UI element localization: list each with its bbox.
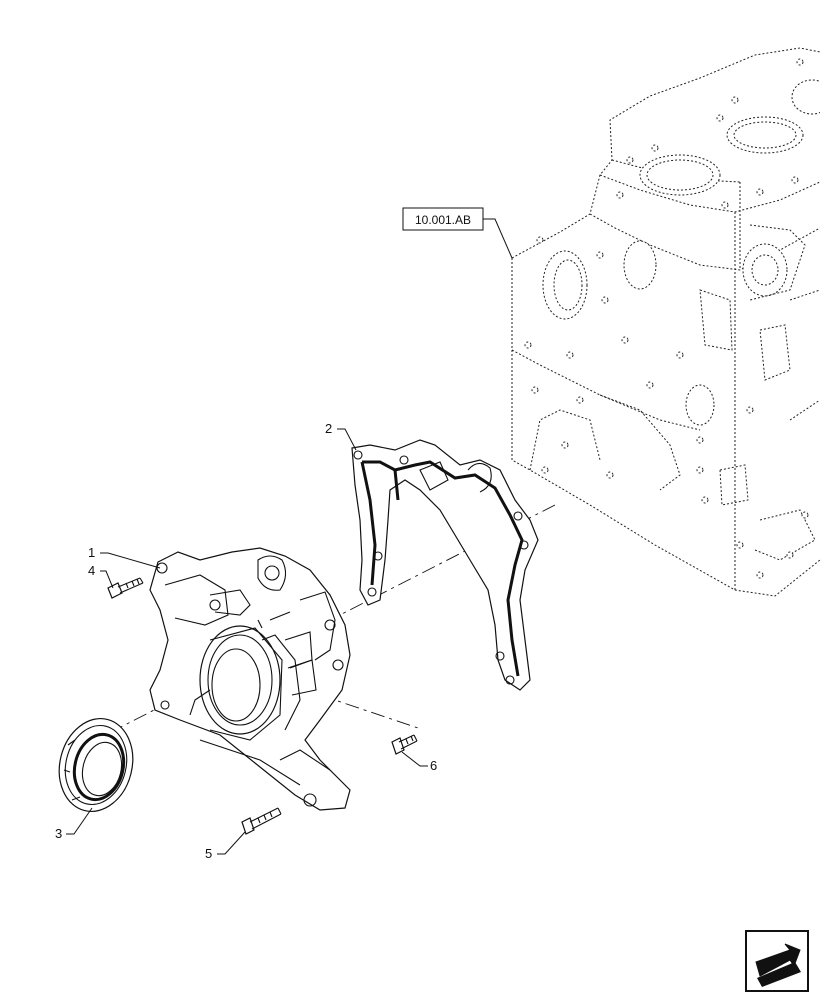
crankshaft-seal (58, 717, 134, 813)
next-page-arrow-icon[interactable] (745, 930, 809, 992)
bolt-6 (391, 734, 418, 755)
front-cover-gasket (351, 439, 539, 691)
bolt-5 (241, 807, 282, 835)
callout-1: 1 (88, 545, 161, 569)
callout-number-3: 3 (55, 826, 62, 841)
callout-number-6: 6 (430, 758, 437, 773)
callout-6: 6 (401, 751, 437, 773)
engine-block-drawing (511, 47, 820, 597)
callout-2: 2 (325, 421, 357, 451)
engine-block-bolt-holes (524, 58, 809, 579)
callout-number-1: 1 (88, 545, 95, 560)
bolt-4 (107, 577, 144, 599)
callout-number-2: 2 (325, 421, 332, 436)
engine-reference-callout: 10.001.AB (402, 207, 513, 259)
callout-4: 4 (88, 563, 114, 589)
reference-label: 10.001.AB (415, 213, 471, 227)
callout-3: 3 (55, 807, 93, 841)
callout-number-4: 4 (88, 563, 95, 578)
front-cover-housing (149, 547, 351, 811)
callout-5: 5 (205, 831, 246, 861)
callout-number-5: 5 (205, 846, 212, 861)
